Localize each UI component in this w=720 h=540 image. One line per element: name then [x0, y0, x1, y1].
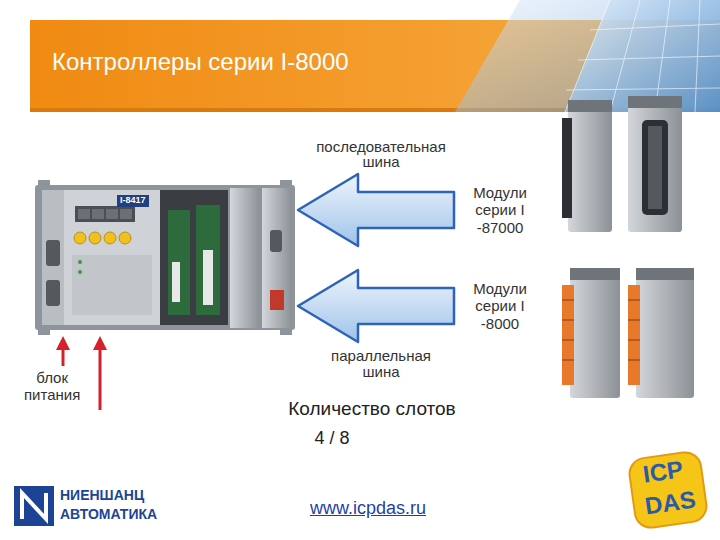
- module-picture: [636, 268, 694, 398]
- company-logo: [22, 493, 46, 519]
- controller-picture: [196, 205, 220, 315]
- controller-picture: [42, 190, 64, 325]
- company-logo: [14, 486, 54, 526]
- controller-picture: [119, 232, 131, 244]
- module-picture: [568, 100, 612, 112]
- controller-picture: [89, 232, 101, 244]
- building-picture: [565, 0, 610, 112]
- brand-logo: [627, 450, 708, 529]
- module-group: Модули серии I -8000: [458, 276, 542, 336]
- slide-title: Контроллеры серии I-8000: [52, 48, 349, 76]
- controller-picture: [172, 262, 180, 302]
- controller-picture: [120, 209, 132, 219]
- module-picture: [562, 320, 574, 321]
- building-picture: [565, 0, 720, 112]
- model-plate: I-8417: [117, 195, 149, 207]
- module-picture: [562, 360, 574, 361]
- controller-picture: [230, 188, 260, 328]
- controller-picture: [203, 250, 213, 305]
- module-picture: [628, 360, 640, 361]
- controller-picture: [35, 185, 295, 330]
- controller-picture: [35, 180, 295, 335]
- brand-logo: [627, 450, 708, 529]
- website-link: www.icpdas.ru: [268, 498, 468, 519]
- controller-picture: [74, 232, 86, 244]
- module-picture: [562, 118, 572, 218]
- module-picture: [628, 96, 682, 232]
- building-picture: [455, 0, 720, 112]
- controller-picture: [75, 206, 135, 222]
- controller-picture: [262, 188, 292, 328]
- module-picture: [628, 340, 640, 341]
- controller-picture: [92, 209, 104, 219]
- controller-picture: [42, 190, 160, 325]
- power-pointer: [93, 336, 107, 350]
- power-pointer: [56, 336, 70, 350]
- bus-label: последовательная шина: [316, 139, 446, 171]
- module-picture: [648, 126, 662, 209]
- module-picture: [628, 96, 682, 108]
- building-picture: [455, 0, 720, 112]
- bus-arrow: [298, 270, 454, 342]
- module-picture: [628, 300, 640, 301]
- building-picture: [565, 0, 720, 112]
- module-caption: Модули серии I -8000: [460, 280, 540, 332]
- controller-picture: [72, 255, 152, 315]
- controller-chassis: I-8417: [35, 185, 295, 330]
- controller-picture: [104, 232, 116, 244]
- module-picture: [562, 300, 574, 301]
- building-picture: [655, 0, 670, 112]
- module-picture: [562, 300, 640, 360]
- controller-picture: [106, 209, 118, 219]
- power-label: блок питания: [24, 370, 80, 403]
- controller-picture: [78, 209, 90, 219]
- controller-picture: [270, 230, 282, 252]
- brand-text: DAS: [643, 486, 697, 521]
- bus-arrow: [298, 174, 454, 246]
- module-picture: [568, 100, 612, 232]
- building-picture: [610, 0, 640, 112]
- power-pointer: [62, 348, 65, 366]
- slot-count-label: Количество слотов: [272, 398, 472, 420]
- controller-picture: [46, 240, 60, 266]
- building-picture: [566, 88, 720, 90]
- controller-picture: [46, 280, 60, 306]
- building-picture: [590, 24, 720, 30]
- controller-picture: [78, 260, 82, 264]
- module-picture: [562, 340, 574, 341]
- module-picture: [562, 285, 574, 385]
- controller-picture: [168, 210, 190, 315]
- module-picture: [636, 268, 694, 280]
- company-logo: [14, 486, 54, 526]
- module-picture: [642, 120, 668, 215]
- building-picture: [578, 56, 720, 60]
- controller-picture: [78, 270, 82, 274]
- module-picture: [562, 96, 694, 398]
- module-caption: Модули серии I -87000: [460, 184, 540, 236]
- brand-text: ICP: [641, 455, 685, 488]
- module-group: Модули серии I -87000: [458, 180, 542, 240]
- controller-picture: [160, 190, 228, 325]
- bus-label: параллельная шина: [331, 348, 431, 380]
- module-picture: [628, 320, 640, 321]
- company-name: НИЕНШАНЦ: [60, 487, 144, 503]
- power-pointer: [99, 348, 102, 410]
- module-picture: [628, 285, 640, 385]
- slot-count-value: 4 / 8: [282, 428, 382, 449]
- company-name: АВТОМАТИКА: [60, 506, 157, 522]
- module-picture: [570, 268, 620, 280]
- controller-picture: [270, 290, 284, 310]
- module-picture: [570, 268, 620, 398]
- building-picture: [695, 0, 700, 112]
